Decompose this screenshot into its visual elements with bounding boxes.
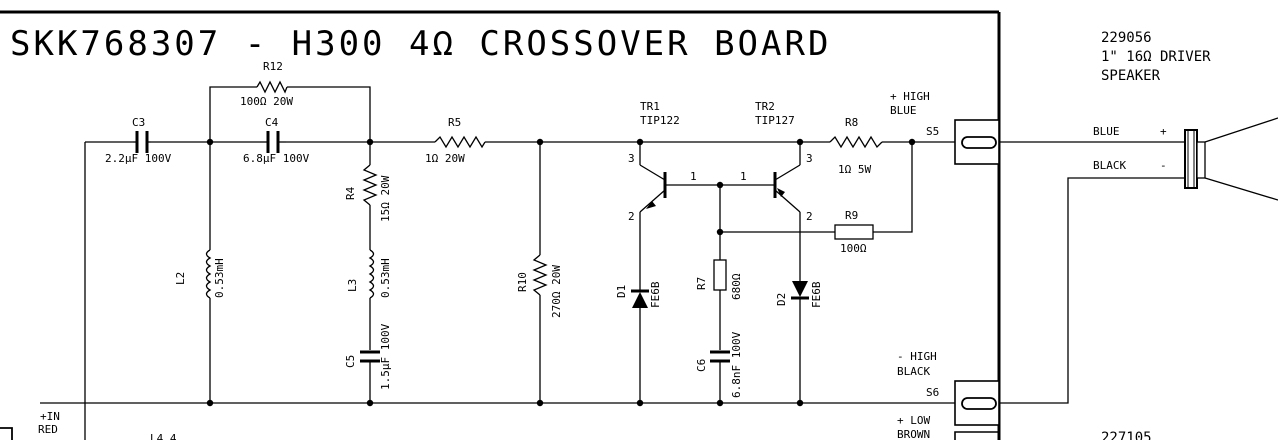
input-terminal — [0, 427, 13, 440]
tr1-pin-c: 3 — [628, 152, 635, 165]
tr1-transistor — [639, 164, 667, 213]
l3-value: 0.53mH — [379, 258, 392, 298]
tr1-pin-b: 1 — [690, 170, 697, 183]
c3-capacitor — [133, 131, 151, 153]
tr1-ref: TR1 — [640, 100, 660, 113]
c5-value: 1.5µF 100V — [379, 323, 392, 390]
r4-ref: R4 — [344, 186, 357, 200]
r8-value: 1Ω 5W — [838, 163, 871, 176]
tr1-pin-e: 2 — [628, 210, 635, 223]
r7-resistor — [713, 259, 727, 291]
r12-value: 100Ω 20W — [240, 95, 293, 108]
speaker-icon — [1184, 117, 1278, 201]
s6-connector — [954, 177, 1185, 426]
d1-value: FE6B — [649, 281, 662, 308]
r9-value: 100Ω — [840, 242, 867, 255]
c4-value: 6.8µF 100V — [243, 152, 310, 165]
d1-diode — [632, 292, 648, 308]
speaker-desc1: 1" 16Ω DRIVER — [1101, 49, 1211, 65]
r10-resistor — [532, 254, 548, 296]
tr2-transistor — [773, 164, 801, 213]
d2-diode — [792, 281, 808, 297]
low-color: BROWN — [897, 428, 930, 440]
c4-ref: C4 — [265, 116, 279, 129]
r5-value: 1Ω 20W — [425, 152, 465, 165]
speaker-part: 229056 — [1101, 30, 1152, 46]
r9-resistor — [834, 224, 874, 240]
l3-ref: L3 — [346, 279, 359, 292]
r7-ref: R7 — [695, 277, 708, 290]
tr1-value: TIP122 — [640, 114, 680, 127]
junction-dots — [206, 138, 916, 407]
c6-value: 6.8nF 100V — [730, 331, 743, 398]
d2-ref: D2 — [775, 293, 788, 306]
c3-ref: C3 — [132, 116, 145, 129]
input-sign: +IN — [40, 410, 60, 423]
r5-ref: R5 — [448, 116, 461, 129]
c6-ref: C6 — [695, 359, 708, 372]
r8-ref: R8 — [845, 116, 858, 129]
low-connector — [954, 431, 999, 440]
tr2-pin-b: 1 — [740, 170, 747, 183]
tr2-value: TIP127 — [755, 114, 795, 127]
s5-label: S5 — [926, 125, 939, 138]
c3-value: 2.2µF 100V — [105, 152, 172, 165]
input-color: RED — [38, 423, 58, 436]
speaker-pos-sign: + — [1160, 125, 1167, 138]
tr2-ref: TR2 — [755, 100, 775, 113]
board-title: SKK768307 - H300 4Ω CROSSOVER BOARD — [10, 24, 831, 64]
r5-resistor — [434, 135, 486, 149]
r8-resistor — [829, 135, 883, 149]
speaker-desc2: SPEAKER — [1101, 68, 1161, 84]
speaker-pos-wire: BLUE — [1093, 125, 1120, 138]
wire — [287, 86, 371, 142]
d1-ref: D1 — [615, 285, 628, 298]
l2-inductor — [205, 249, 212, 299]
r10-value: 270Ω 20W — [550, 265, 563, 318]
low-sign: + LOW — [897, 414, 930, 427]
l4-partial: L4 4... — [150, 432, 196, 440]
speaker-neg-wire: BLACK — [1093, 159, 1126, 172]
wire — [873, 142, 913, 233]
wire — [209, 86, 257, 142]
r10-ref: R10 — [516, 272, 529, 292]
tr2-pin-e: 2 — [806, 210, 813, 223]
d2-value: FE6B — [810, 281, 823, 308]
c5-ref: C5 — [344, 355, 357, 368]
s5-sign: + HIGH — [890, 90, 930, 103]
bottom-part: 227105 — [1101, 430, 1152, 440]
s5-connector — [954, 119, 1185, 165]
r4-value: 15Ω 20W — [379, 175, 392, 222]
r9-ref: R9 — [845, 209, 858, 222]
r7-value: 680Ω — [730, 273, 743, 300]
l3-inductor — [368, 249, 375, 299]
speaker-neg-sign: - — [1160, 159, 1167, 172]
s6-label: S6 — [926, 386, 939, 399]
s6-sign: - HIGH — [897, 350, 937, 363]
s5-color: BLUE — [890, 104, 917, 117]
c4-capacitor — [260, 131, 286, 153]
l2-ref: L2 — [174, 272, 187, 285]
s6-color: BLACK — [897, 365, 930, 378]
tr2-pin-c: 3 — [806, 152, 813, 165]
l2-value: 0.53mH — [213, 258, 226, 298]
r12-resistor — [256, 80, 288, 94]
r12-ref: R12 — [263, 60, 283, 73]
r4-resistor — [362, 164, 378, 206]
